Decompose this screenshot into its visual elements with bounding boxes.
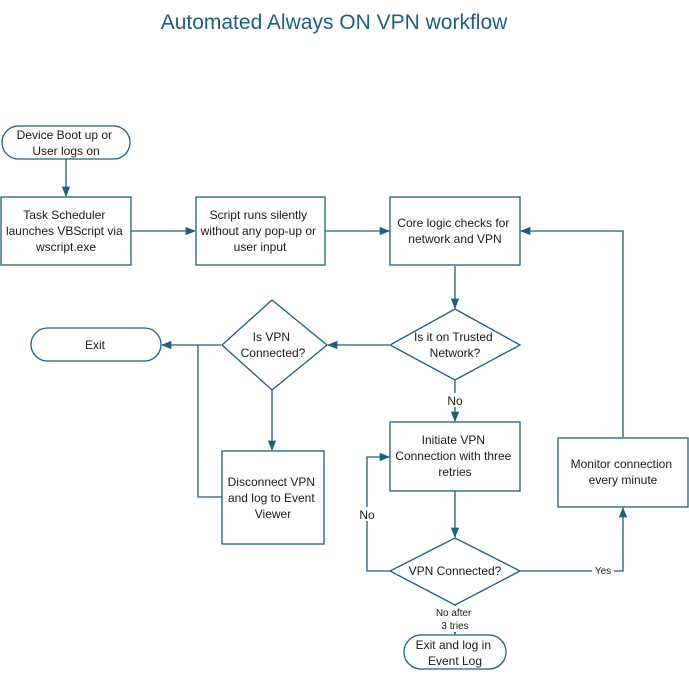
node-script-silent[interactable]: Script runs silently without any pop-up … bbox=[195, 196, 326, 266]
svg-text:Device Boot up or User l: Device Boot up or User logs on bbox=[17, 128, 116, 158]
node-vpn-connected-decision[interactable]: VPN Connected? bbox=[388, 537, 522, 606]
label-bg-yes bbox=[592, 565, 614, 577]
label-bg-no-trusted bbox=[443, 393, 467, 407]
node-is-vpn-connected-decision[interactable]: Is VPN Connected? bbox=[221, 299, 329, 391]
diagram-title: Automated Always ON VPN workflow bbox=[161, 11, 508, 34]
edge-label-yes: Yes bbox=[595, 566, 611, 577]
svg-text:VPN Connected?: VPN Connected? bbox=[409, 564, 502, 578]
svg-text:Is it on Trusted Network: Is it on Trusted Network? bbox=[414, 330, 496, 360]
svg-text:Is VPN Connected?: Is VPN Connected? bbox=[241, 330, 306, 360]
svg-text:Task Scheduler launches: Task Scheduler launches VBScript via wsc… bbox=[6, 208, 126, 254]
node-task-scheduler[interactable]: Task Scheduler launches VBScript via wsc… bbox=[0, 196, 132, 266]
label-bg-no-after bbox=[431, 606, 479, 632]
edge-label-no-after: No after 3 tries bbox=[436, 608, 474, 632]
node-core-logic[interactable]: Core logic checks for network and VPN bbox=[389, 196, 521, 266]
node-device-boot[interactable]: Device Boot up or User logs on bbox=[1, 125, 131, 160]
node-trusted-network-decision[interactable]: Is it on Trusted Network? bbox=[388, 308, 522, 381]
svg-text:Script runs silently wit: Script runs silently without any pop-up … bbox=[200, 208, 320, 254]
edge-vpnconnected-to-monitor bbox=[520, 506, 628, 572]
node-initiate-vpn[interactable]: Initiate VPN Connection with three retri… bbox=[389, 421, 521, 492]
svg-text:Exit: Exit bbox=[85, 338, 106, 352]
node-exit[interactable]: Exit bbox=[30, 327, 162, 362]
edge-disconnect-to-exit bbox=[197, 345, 222, 498]
node-monitor-connection[interactable]: Monitor connection every minute bbox=[557, 437, 689, 508]
node-exit-and-log[interactable]: Exit and log in Event Log bbox=[403, 634, 507, 670]
svg-text:Exit and log in Event Lo: Exit and log in Event Log bbox=[416, 638, 495, 668]
svg-text:Core logic checks for ne: Core logic checks for network and VPN bbox=[397, 216, 512, 246]
label-bg-no-retry bbox=[355, 507, 379, 521]
svg-text:Initiate VPN Connection: Initiate VPN Connection with three retri… bbox=[395, 433, 514, 479]
svg-text:Disconnect VPN and log t: Disconnect VPN and log to Event Viewer bbox=[228, 475, 319, 521]
edge-label-no-retry: No bbox=[359, 508, 375, 522]
node-disconnect-vpn[interactable]: Disconnect VPN and log to Event Viewer bbox=[221, 450, 325, 545]
edge-monitor-to-core bbox=[519, 226, 624, 437]
svg-text:Monitor connection every: Monitor connection every minute bbox=[571, 457, 676, 487]
edge-label-no-trusted: No bbox=[447, 394, 463, 408]
